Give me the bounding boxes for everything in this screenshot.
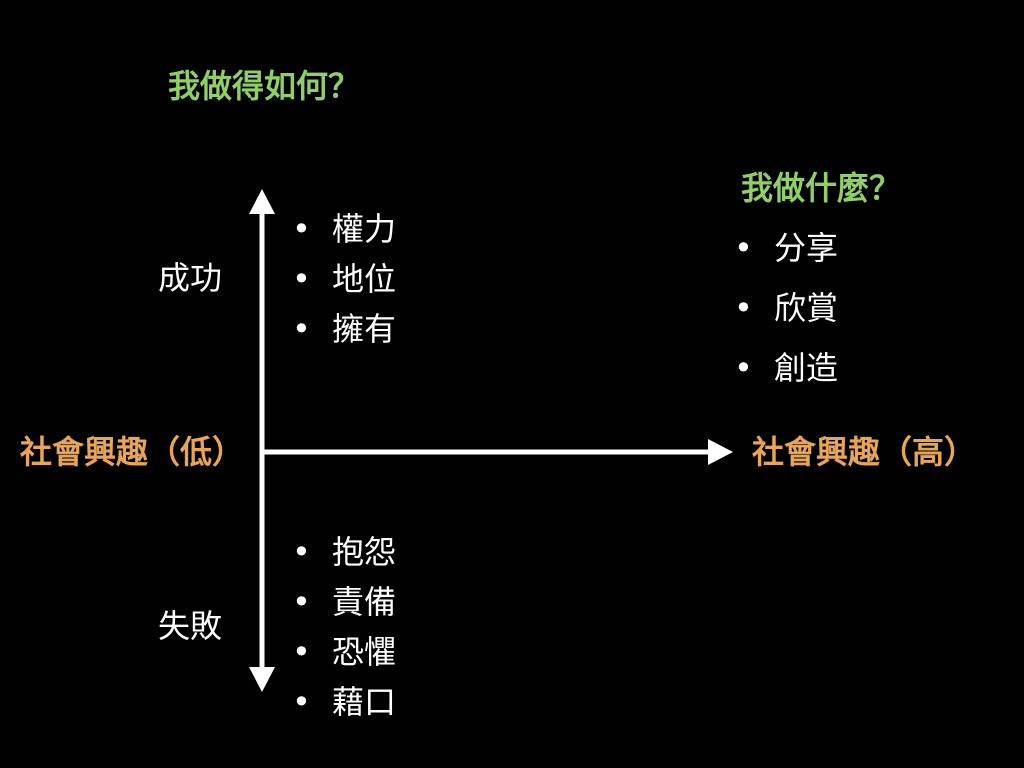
- success-outcomes-list: • 權力 • 地位 • 擁有: [292, 204, 396, 354]
- list-item: • 藉口: [292, 677, 396, 727]
- list-item: • 恐懼: [292, 627, 396, 677]
- list-item-label: 恐懼: [332, 633, 397, 671]
- list-item: • 地位: [292, 254, 396, 304]
- high-social-interest-list: • 分享 • 欣賞 • 創造: [734, 218, 838, 398]
- bullet-icon: •: [734, 229, 753, 267]
- list-item: • 權力: [292, 204, 396, 254]
- axis-label-success: 成功: [158, 259, 223, 297]
- list-item-label: 創造: [774, 349, 839, 387]
- bullet-icon: •: [292, 583, 311, 621]
- failure-outcomes-list: • 抱怨 • 責備 • 恐懼 • 藉口: [292, 527, 396, 727]
- list-item: • 創造: [734, 338, 838, 398]
- list-item: • 分享: [734, 218, 838, 278]
- axis-label-social-high: 社會興趣（高）: [752, 433, 977, 471]
- bullet-icon: •: [292, 533, 311, 571]
- list-item-label: 擁有: [332, 310, 397, 348]
- bullet-icon: •: [292, 683, 311, 721]
- list-item: • 欣賞: [734, 278, 838, 338]
- list-item: • 責備: [292, 577, 396, 627]
- list-item-label: 地位: [332, 260, 397, 298]
- bullet-icon: •: [292, 633, 311, 671]
- vertical-axis-up-arrow: [249, 189, 275, 214]
- list-item: • 擁有: [292, 304, 396, 354]
- list-item-label: 欣賞: [774, 289, 839, 327]
- bullet-icon: •: [292, 310, 311, 348]
- list-item-label: 責備: [332, 583, 397, 621]
- bullet-icon: •: [734, 289, 753, 327]
- bullet-icon: •: [292, 260, 311, 298]
- question-what-heading: 我做什麼？: [741, 169, 902, 207]
- question-how-heading: 我做得如何？: [168, 67, 361, 105]
- bullet-icon: •: [734, 349, 753, 387]
- list-item: • 抱怨: [292, 527, 396, 577]
- axis-label-failure: 失敗: [158, 607, 223, 645]
- vertical-axis-down-arrow: [249, 667, 275, 692]
- list-item-label: 分享: [774, 229, 839, 267]
- list-item-label: 抱怨: [332, 533, 397, 571]
- horizontal-axis-right-arrow: [708, 439, 733, 465]
- axis-label-social-low: 社會興趣（低）: [20, 433, 245, 471]
- list-item-label: 藉口: [332, 683, 397, 721]
- list-item-label: 權力: [332, 210, 397, 248]
- bullet-icon: •: [292, 210, 311, 248]
